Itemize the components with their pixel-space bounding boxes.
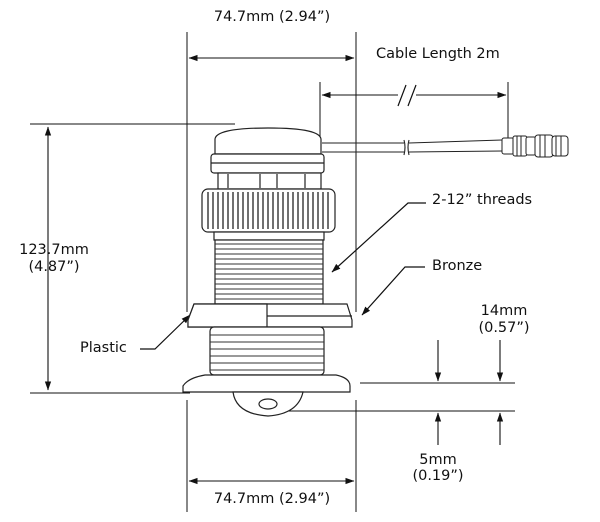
knurled-nut-ridges xyxy=(207,192,329,229)
thread-lines xyxy=(215,243,323,300)
cable-connector xyxy=(501,134,569,158)
break-symbol xyxy=(397,84,417,107)
top-width-label: 74.7mm (2.94”) xyxy=(213,9,331,25)
transducer-body xyxy=(182,127,353,417)
threads-label: 2-12” threads xyxy=(432,192,533,208)
bottom-width-label: 74.7mm (2.94”) xyxy=(213,491,331,507)
leader-lines xyxy=(140,202,426,350)
bottom-depth-mm-label: 5mm xyxy=(419,452,457,468)
dimension-lines xyxy=(30,32,515,512)
cable-length-label: Cable Length 2m xyxy=(376,46,500,62)
flange-mm-label: 14mm xyxy=(480,303,528,319)
height-mm-label: 123.7mm xyxy=(19,242,89,258)
plastic-label: Plastic xyxy=(80,340,127,356)
flange-in-label: (0.57”) xyxy=(478,320,530,336)
cable xyxy=(322,139,503,156)
height-in-label: (4.87”) xyxy=(28,259,80,275)
dimension-arrows xyxy=(44,54,507,485)
lower-thread-lines xyxy=(210,334,324,371)
bronze-label: Bronze xyxy=(432,258,483,274)
bottom-depth-in-label: (0.19”) xyxy=(412,468,464,484)
